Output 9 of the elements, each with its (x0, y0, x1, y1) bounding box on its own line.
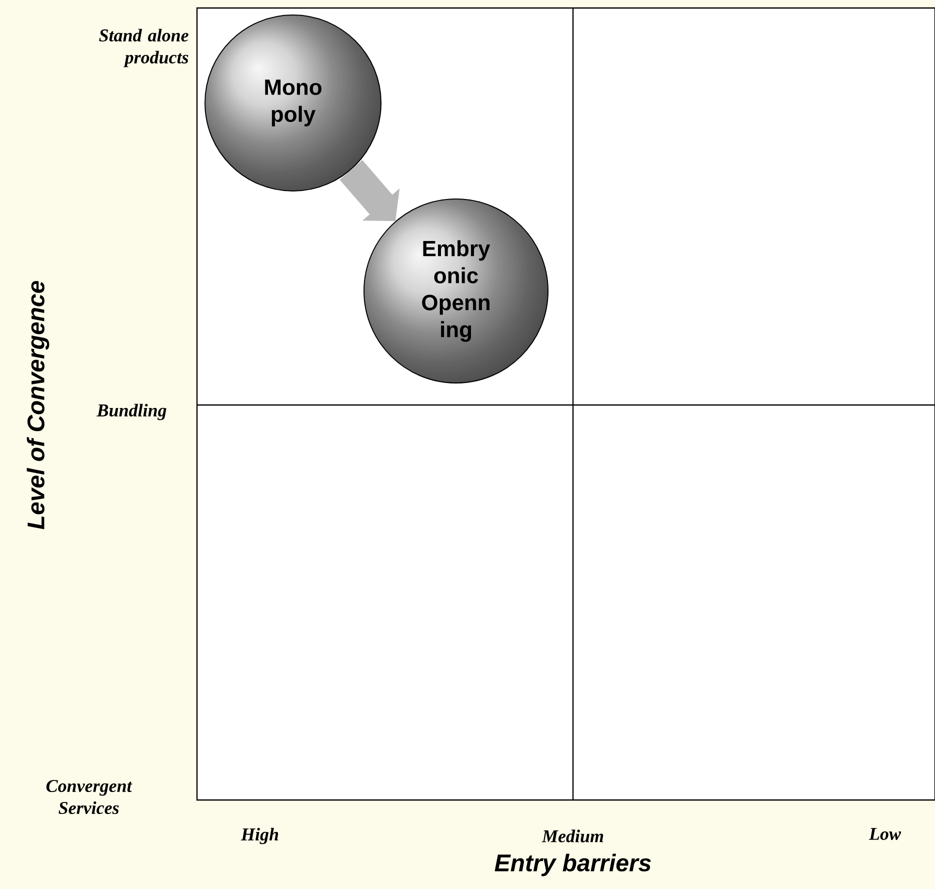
axis-title: Entry barriers (494, 854, 651, 876)
axis-tick-label: Stand alone products (99, 28, 188, 68)
axis-tick-label: Medium (542, 830, 604, 842)
block-arrow (340, 160, 400, 222)
axis-title: Level of Convergence (26, 281, 50, 530)
axis-tick-label: Convergent Services (46, 780, 132, 814)
axis-tick-label: Low (868, 828, 902, 840)
axis-tick-label: High (240, 828, 278, 844)
axis-tick-label: Bundling (96, 404, 166, 420)
